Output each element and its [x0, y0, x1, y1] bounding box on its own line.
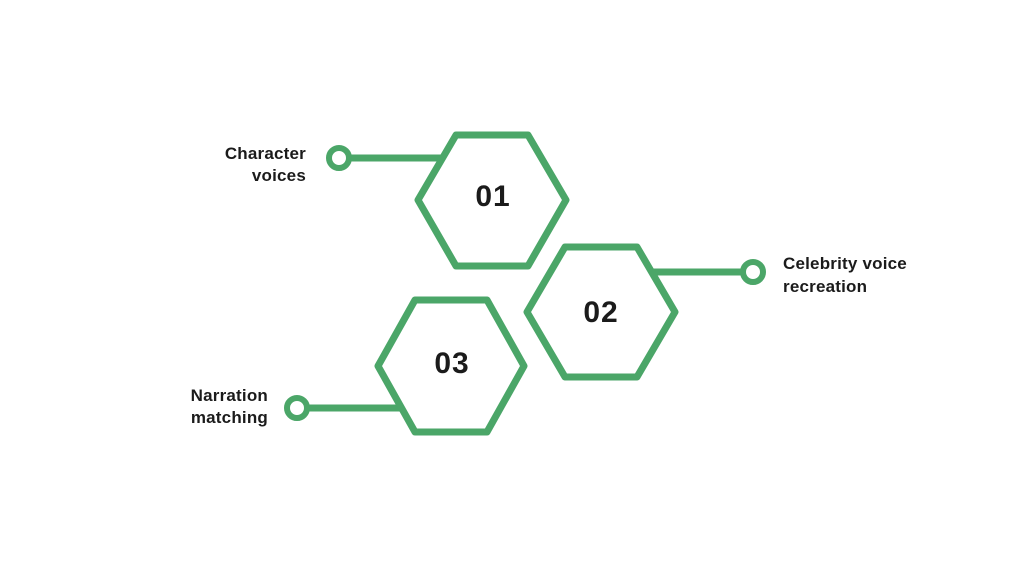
hexagon-03-number: 03: [434, 347, 470, 380]
connector-dot-1: [326, 145, 352, 171]
label-line: recreation: [783, 277, 868, 296]
connector-dot-3: [284, 395, 310, 421]
label-line: Character: [224, 144, 306, 163]
label-line: Celebrity voice: [783, 254, 907, 273]
hexagon-01-number: 01: [475, 180, 511, 213]
hexagon-02-number: 02: [583, 296, 619, 329]
node-label-celebrity-voice-recreation: Celebrity voice recreation: [783, 252, 993, 298]
hexagon-02-shape: [523, 243, 679, 381]
node-label-character-voices: Character voices: [96, 143, 306, 187]
hexagon-03-shape: [374, 296, 528, 436]
label-line: matching: [190, 408, 268, 427]
label-line: voices: [251, 166, 306, 185]
hexagon-01-shape: [414, 131, 570, 270]
node-label-narration-matching: Narration matching: [58, 385, 268, 429]
connector-dot-2: [740, 259, 766, 285]
label-line: Narration: [190, 386, 268, 405]
